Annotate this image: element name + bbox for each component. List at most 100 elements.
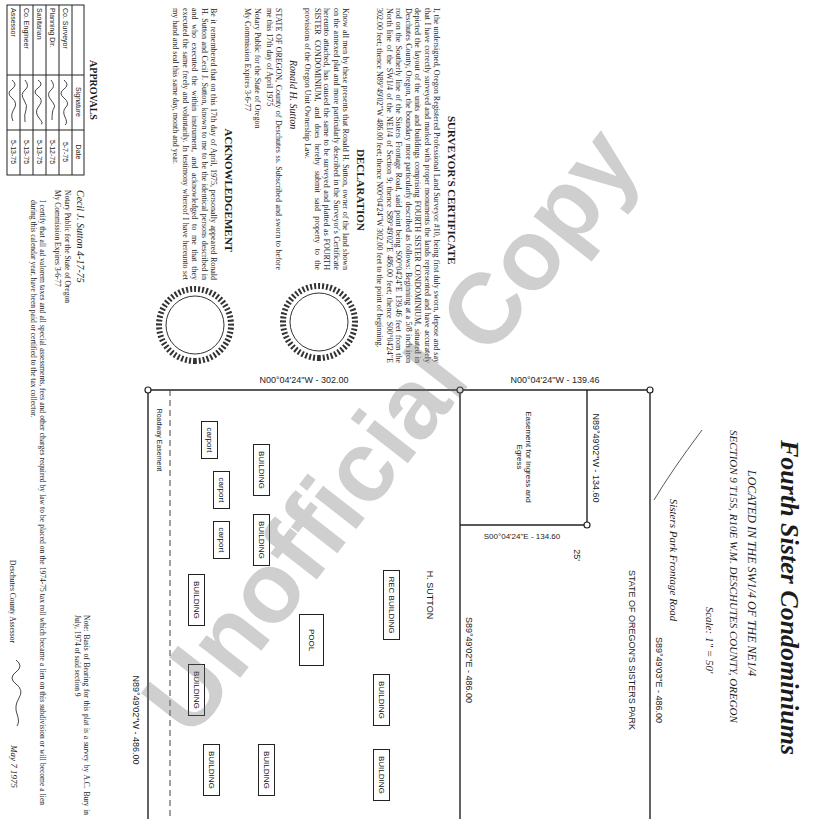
- west-line: [148, 389, 650, 390]
- signature-text: Cecil J. Sutton 4-17-75: [75, 190, 87, 283]
- owner-name: H. SUTTON: [425, 571, 435, 619]
- notary-text: STATE OF OREGON, County of Deschutes ss.…: [264, 8, 283, 270]
- bearing-label: S89°49'02"E - 486.00: [464, 617, 474, 703]
- monuments: [145, 387, 653, 528]
- dimension-label: 25': [572, 549, 582, 561]
- bearing-label: N89°49'02"W - 134.60: [591, 413, 601, 502]
- bearing-label: N00°04'24"W - 139.46: [510, 375, 599, 385]
- section-heading: SURVEYOR'S CERTIFICATE: [445, 116, 458, 264]
- bearing-label: S00°04'24"E - 134.60: [484, 532, 561, 541]
- box-label: BUILDING: [193, 671, 202, 709]
- signature-title: Deschutes County Assessor: [7, 560, 16, 643]
- table-cell: 5-13-75: [22, 140, 30, 164]
- building-box: BUILDING: [374, 749, 391, 801]
- notary-seal: [159, 289, 231, 361]
- building-box: BUILDING: [374, 674, 391, 726]
- seal-rim: [159, 289, 231, 361]
- building-box: BUILDING: [189, 664, 206, 716]
- box-label: REC BUILDING: [388, 577, 397, 634]
- box-label: BUILDING: [378, 756, 387, 794]
- notary-line: My Commission Expires 3-6-77: [243, 8, 252, 111]
- building-box: BUILDING: [259, 744, 276, 796]
- roadway-easement-line: [170, 390, 171, 819]
- seal-ring: [166, 296, 224, 354]
- table-border: [7, 5, 84, 175]
- location-line: SECTION 9 T15S, R10E W.M. DESCHUTES COUN…: [727, 430, 740, 723]
- signature: [22, 80, 27, 122]
- tax-certificate: I certify that all ad valorem taxes and …: [28, 200, 46, 805]
- rec-building-box: REC BUILDING: [384, 570, 401, 641]
- table-heading: APPROVALS: [87, 60, 99, 120]
- scale-note: Scale: 1" = 50': [704, 607, 717, 674]
- table-header: Signature: [74, 87, 82, 117]
- parcel-name: STATE OF OREGON'S SISTERS PARK: [627, 570, 637, 730]
- table-cell: Sanitarian: [35, 8, 43, 40]
- signature: [9, 80, 16, 121]
- signature-text: Ronald H. Sutton: [288, 60, 300, 129]
- certificate-text: Know all men by these presents that Rona…: [303, 8, 350, 270]
- box-label: POOL: [308, 629, 317, 651]
- table-cell: 5-12-75: [48, 140, 56, 164]
- building-box: BUILDING: [254, 444, 271, 496]
- monument: [584, 522, 590, 528]
- box-label: BUILDING: [263, 751, 272, 789]
- box-label: BUILDING: [258, 521, 267, 559]
- signature: [61, 80, 68, 125]
- certificate-text: Be it remembered that on this 17th day o…: [171, 8, 218, 280]
- bearing-note: Note: Basis of Bearing for this plat is …: [72, 615, 90, 815]
- monument: [647, 387, 653, 393]
- notary-line: My Commission Expires 3-6-77: [52, 190, 61, 287]
- carport-box: carport: [202, 421, 219, 460]
- parcel-line: [459, 390, 460, 819]
- seal-ring: [290, 293, 348, 351]
- carport-box: carport: [214, 521, 231, 560]
- signature: [12, 660, 21, 726]
- table-cell: 5-7-75: [61, 142, 69, 162]
- boundary-lines: [148, 390, 650, 819]
- table-grid: [7, 5, 84, 175]
- monument: [457, 387, 463, 393]
- building-box: BUILDING: [189, 574, 206, 626]
- box-label: carport: [206, 428, 215, 453]
- seal-rim: [283, 286, 355, 358]
- box-label: BUILDING: [208, 751, 217, 789]
- table-cell: Planning Dir.: [48, 8, 56, 48]
- easement-note: Easement for Ingress and Egress: [515, 398, 534, 516]
- table-cell: Co. Surveyor: [61, 8, 69, 49]
- signature-date: May 7 1975: [9, 745, 19, 788]
- bearing-label: N89°49'02"W - 486.00: [131, 675, 141, 764]
- box-label: carport: [218, 528, 227, 553]
- table-cell: Assessor: [9, 8, 17, 37]
- location-line: LOCATED IN THE SW1/4 OF THE NE1/4: [744, 470, 758, 676]
- signature: [49, 80, 55, 120]
- box-label: BUILDING: [258, 451, 267, 489]
- building-box: BUILDING: [254, 514, 271, 566]
- monument: [145, 387, 151, 393]
- bearing-label: N00°04'24"W - 302.00: [259, 375, 348, 385]
- easement-label: Roadway Easement: [155, 409, 163, 472]
- table-cell: 5-13-75: [9, 140, 17, 164]
- section-heading: DECLARATION: [354, 149, 367, 231]
- box-label: BUILDING: [378, 681, 387, 719]
- road-name: Sisters Park Frontage Road: [668, 499, 681, 622]
- road-line: [649, 390, 650, 819]
- table-header: Date: [74, 145, 82, 160]
- signature: [35, 80, 42, 124]
- notary-line: Notary Public for the State of Oregon: [253, 8, 262, 128]
- building-box: BUILDING: [204, 744, 221, 796]
- approvals-table: [7, 5, 84, 175]
- road-leader: [654, 430, 702, 500]
- pool-box: POOL: [300, 614, 325, 666]
- plat-title: Fourth Sister Condominiums: [774, 440, 804, 755]
- bearing-label: S89°49'03"E - 486.00: [654, 637, 664, 723]
- carport-box: carport: [214, 471, 231, 510]
- easement-parcel-line: [460, 390, 587, 525]
- notary-line: Notary Public for the State of Oregon: [62, 190, 71, 303]
- table-cell: Co. Engineer: [22, 8, 30, 49]
- box-label: BUILDING: [193, 581, 202, 619]
- notary-seal: [283, 286, 355, 358]
- south-line: [147, 390, 148, 819]
- box-label: carport: [218, 478, 227, 503]
- table-cell: 5-13-75: [35, 140, 43, 164]
